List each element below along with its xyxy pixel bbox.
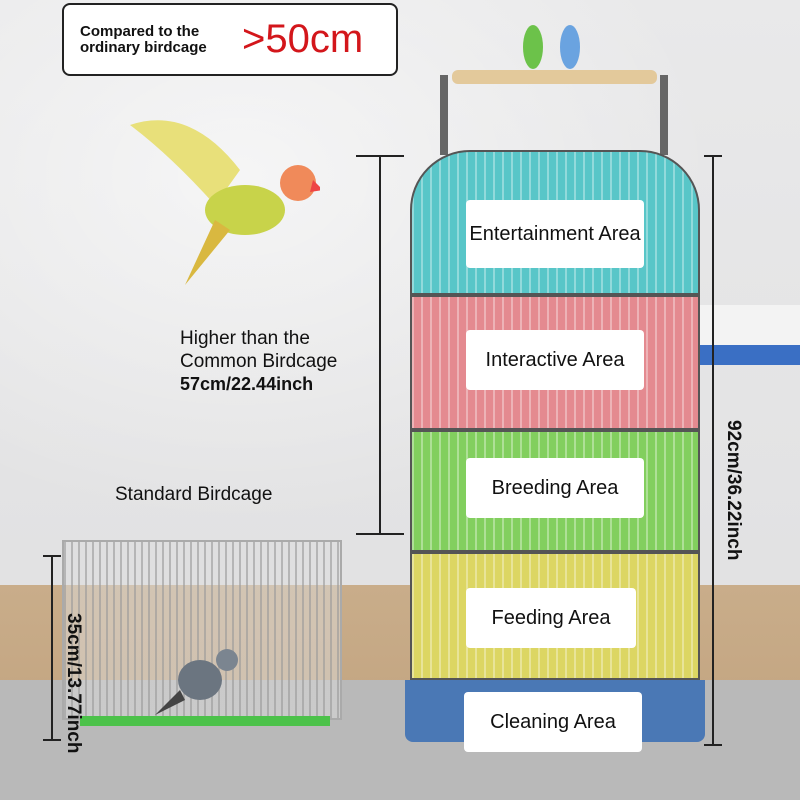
banner-highlight: >50cm bbox=[242, 17, 364, 61]
standard-cage-height: 35cm/13.77inch bbox=[63, 613, 84, 754]
comparison-line-1: Higher than the bbox=[180, 328, 310, 349]
comparison-text: Higher than the Common Birdcage 57cm/22.… bbox=[180, 327, 337, 396]
dimension-cap bbox=[704, 155, 722, 157]
dimension-line-standard bbox=[51, 555, 53, 740]
large-cage-height: 92cm/36.22inch bbox=[723, 420, 744, 561]
area-label-cleaning: Cleaning Area bbox=[464, 692, 642, 752]
standard-cage-label: Standard Birdcage bbox=[115, 484, 273, 505]
dimension-cap bbox=[704, 744, 722, 746]
dimension-line-upper bbox=[379, 155, 381, 535]
area-label-breeding: Breeding Area bbox=[466, 458, 644, 518]
comparison-line-2: Common Birdcage bbox=[180, 351, 338, 372]
dimension-cap bbox=[43, 739, 61, 741]
comparison-height: 57cm/22.44inch bbox=[180, 374, 314, 394]
cage-tray bbox=[80, 716, 330, 726]
area-label-feeding: Feeding Area bbox=[466, 588, 636, 648]
perch bbox=[452, 70, 657, 84]
cage-handle bbox=[660, 75, 668, 155]
cage-section-breeding bbox=[410, 430, 700, 552]
flying-lovebird-icon bbox=[130, 120, 320, 285]
area-label-entertainment: Entertainment Area bbox=[466, 200, 644, 268]
comparison-banner: Compared to the ordinary birdcage >50cm bbox=[62, 3, 398, 76]
dimension-cap bbox=[356, 155, 404, 157]
background-furniture bbox=[700, 305, 800, 365]
grey-parrot-icon bbox=[155, 649, 238, 715]
area-label-interactive: Interactive Area bbox=[466, 330, 644, 390]
budgie-birds-icon bbox=[523, 25, 580, 69]
dimension-line-large bbox=[712, 155, 714, 745]
cage-handle bbox=[440, 75, 448, 155]
cage-section-feeding bbox=[410, 552, 700, 680]
dimension-cap bbox=[356, 533, 404, 535]
dimension-cap bbox=[43, 555, 61, 557]
banner-line-1: Compared to the bbox=[80, 22, 200, 40]
banner-line-2: ordinary birdcage bbox=[80, 38, 207, 56]
